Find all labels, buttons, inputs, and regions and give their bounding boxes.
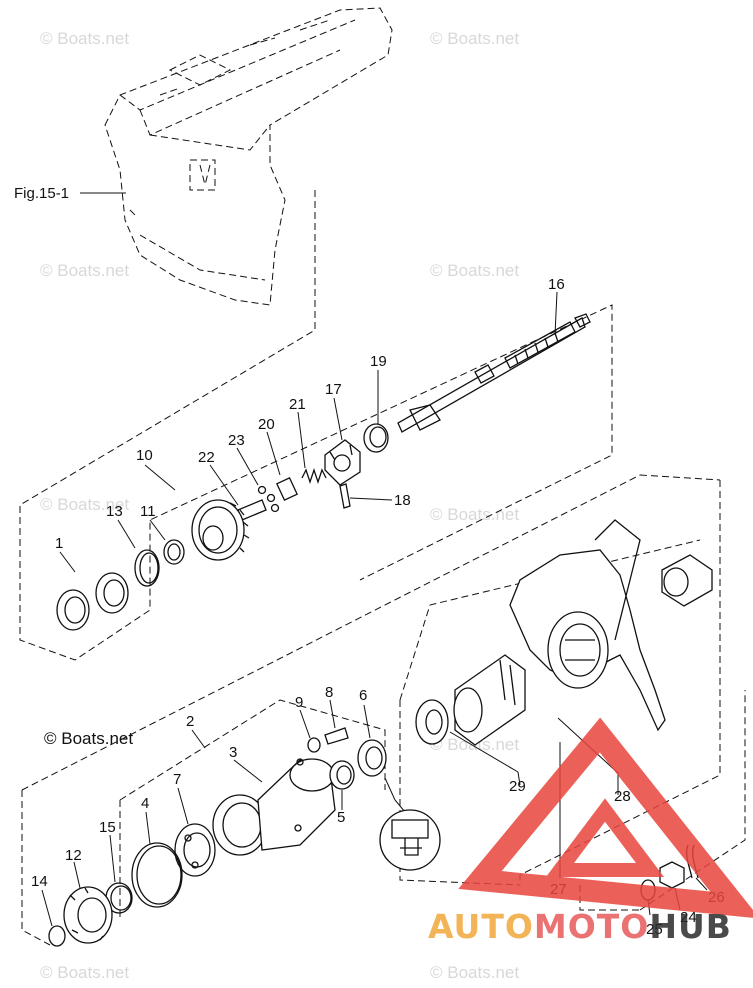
shim-14 <box>48 925 66 947</box>
forward-gear <box>191 499 250 561</box>
propeller <box>509 519 666 732</box>
propeller-group-boundary <box>399 539 701 886</box>
callout-28: 28 <box>614 788 631 805</box>
propeller-shaft-housing <box>212 758 336 856</box>
callout-13: 13 <box>106 503 123 520</box>
watermark-text: © Boats.net <box>430 963 519 982</box>
thrust-washer <box>415 699 449 745</box>
spline-spacer <box>661 554 713 607</box>
callout-17: 17 <box>325 381 342 398</box>
rubber-bushing <box>453 654 526 746</box>
bolt-8 <box>324 727 349 745</box>
shift-spring <box>301 467 327 485</box>
needle-bearing-5 <box>329 760 355 790</box>
oil-seal <box>357 739 387 777</box>
copyright-notice: © Boats.net <box>44 729 133 748</box>
o-ring <box>131 842 183 908</box>
callout-4: 4 <box>141 795 149 812</box>
watermark-text: © Boats.net <box>40 261 129 280</box>
logo-triangle-icon <box>458 717 753 918</box>
logo-word-moto: MOTO <box>534 907 649 946</box>
propeller-assembly-boundary-top <box>639 474 721 481</box>
watermark-text: © Boats.net <box>40 963 129 982</box>
watermark-text: © Boats.net <box>430 29 519 48</box>
callout-6: 6 <box>359 687 367 704</box>
shaft-assembly-boundary <box>19 190 613 661</box>
taper-roller-bearing <box>56 572 129 631</box>
lower-unit-housing <box>104 7 393 306</box>
callout-18: 18 <box>394 492 411 509</box>
callout-21: 21 <box>289 396 306 413</box>
callout-15: 15 <box>99 819 116 836</box>
watermark-text: © Boats.net <box>430 505 519 524</box>
figure-reference: Fig.15-1 <box>14 185 69 202</box>
callout-23: 23 <box>228 432 245 449</box>
callout-25: 25 <box>646 921 663 938</box>
callout-24: 24 <box>680 909 697 926</box>
watermark-text: © Boats.net <box>40 495 129 514</box>
shift-plunger <box>275 477 299 501</box>
svg-text:AUTOMOTOHUB: AUTOMOTOHUB <box>428 907 732 946</box>
callout-9: 9 <box>295 694 303 711</box>
callout-1: 1 <box>55 535 63 552</box>
callout-2: 2 <box>186 713 194 730</box>
callout-12: 12 <box>65 847 82 864</box>
cross-pin <box>339 483 351 509</box>
propeller-nut <box>659 861 685 889</box>
callout-29: 29 <box>509 778 526 795</box>
callout-22: 22 <box>198 449 215 466</box>
washer-9 <box>307 737 321 753</box>
callout-19: 19 <box>370 353 387 370</box>
gear-assembly-boundary <box>21 474 641 946</box>
needle-bearing <box>163 539 185 565</box>
clutch-dog <box>324 439 361 486</box>
propeller-shaft <box>397 313 591 433</box>
callout-7: 7 <box>173 771 181 788</box>
logo-word-hub: HUB <box>649 907 732 946</box>
reverse-gear <box>63 886 113 944</box>
callout-20: 20 <box>258 416 275 433</box>
watermark-text: © Boats.net <box>430 261 519 280</box>
callout-10: 10 <box>136 447 153 464</box>
shim-13 <box>134 549 160 587</box>
callout-leaders <box>41 291 708 927</box>
logo-inner-triangle-icon <box>546 798 664 877</box>
watermark-text: © Boats.net <box>40 29 129 48</box>
callout-11: 11 <box>140 503 156 520</box>
callout-8: 8 <box>325 684 333 701</box>
logo-word-auto: AUTO <box>428 907 534 946</box>
automotohub-logo: AUTOMOTOHUB <box>428 717 753 946</box>
callout-16: 16 <box>548 276 565 293</box>
detent-balls <box>257 485 280 513</box>
nut-group-boundary <box>579 690 746 911</box>
seal-detail-bubble <box>379 777 441 871</box>
callout-3: 3 <box>229 744 237 761</box>
ball-bearing <box>174 823 216 877</box>
callout-5: 5 <box>337 809 345 826</box>
ring-19 <box>363 423 389 453</box>
callout-14: 14 <box>31 873 48 890</box>
